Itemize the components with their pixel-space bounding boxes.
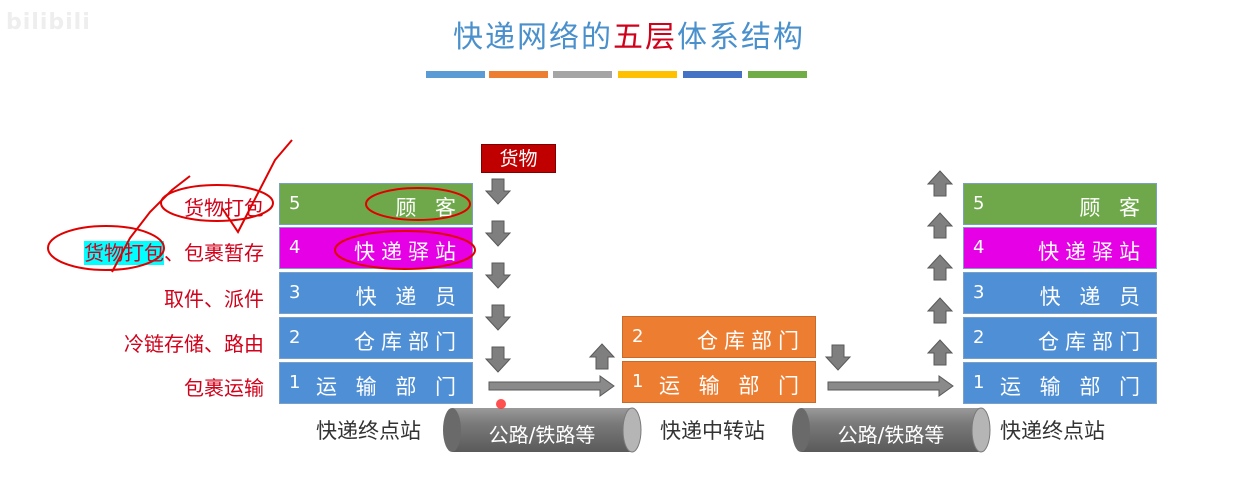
title-bar-gray: [553, 71, 612, 78]
layer-name: 快 递 员: [1039, 285, 1146, 309]
right-layer-1: 1 运 输 部 门: [963, 362, 1157, 404]
down-arrow-icon: [825, 344, 851, 371]
up-arrow-icon: [927, 297, 953, 324]
left-layer-2: 2 仓库部门: [279, 317, 473, 359]
layer-name: 顾 客: [1079, 196, 1146, 220]
up-arrow-icon: [589, 343, 615, 370]
layer-name: 快递驿站: [1038, 240, 1146, 264]
up-arrows-right: [927, 170, 953, 366]
middle-layer-2: 2 仓库部门: [622, 316, 816, 358]
right-station-label: 快递终点站: [1000, 419, 1105, 443]
bilibili-watermark: bilibili: [6, 10, 91, 35]
transport-pipe-2: [792, 407, 991, 453]
circle-annotation: [160, 184, 274, 222]
layer-name: 仓库部门: [1038, 330, 1146, 354]
layer-name: 仓库部门: [697, 329, 805, 353]
page-title: 快递网络的五层体系结构: [0, 12, 1258, 56]
title-prefix: 快递网络的: [453, 20, 613, 55]
up-arrow-icon: [927, 254, 953, 281]
up-arrow-icon: [927, 212, 953, 239]
left-station-label: 快递终点站: [316, 419, 421, 443]
middle-station-label: 快递中转站: [660, 419, 765, 443]
down-arrow-icon: [485, 304, 511, 331]
layer-number: 1: [289, 372, 301, 393]
left-layer-1: 1 运 输 部 门: [279, 362, 473, 404]
layer-number: 5: [973, 193, 985, 214]
layer-number: 4: [289, 237, 301, 258]
right-layer-5: 5 顾 客: [963, 183, 1157, 225]
up-arrow-icon: [927, 170, 953, 197]
checkmark-annotation: [111, 175, 191, 273]
checkmark-annotation: [221, 139, 293, 234]
right-layer-4: 4 快递驿站: [963, 227, 1157, 269]
layer-number: 2: [289, 327, 301, 348]
down-arrow-icon: [485, 178, 511, 205]
title-highlight: 五层: [613, 20, 677, 55]
layer-number: 4: [973, 237, 985, 258]
layer-number: 3: [289, 282, 301, 303]
layer-name: 快递驿站: [354, 240, 462, 264]
left-label-layer4-rest: 、包裹暂存: [164, 241, 264, 265]
layer-name: 仓库部门: [354, 330, 462, 354]
right-layer-2: 2 仓库部门: [963, 317, 1157, 359]
layer-name: 快 递 员: [355, 285, 462, 309]
right-endpoint-stack: 5 顾 客 4 快递驿站 3 快 递 员 2 仓库部门 1 运 输 部 门: [963, 183, 1159, 405]
right-arrow-icon: [488, 375, 615, 397]
title-bar-blue: [426, 71, 485, 78]
left-label-layer3: 取件、派件: [164, 287, 264, 311]
left-layer-3: 3 快 递 员: [279, 272, 473, 314]
layer-name: 运 输 部 门: [315, 375, 462, 399]
layer-number: 5: [289, 193, 301, 214]
pipe-label-1: 公路/铁路等: [488, 423, 596, 447]
layer-name: 运 输 部 门: [658, 374, 805, 398]
down-arrow-icon: [485, 220, 511, 247]
middle-layer-1: 1 运 输 部 门: [622, 361, 816, 403]
title-bar-green: [748, 71, 807, 78]
layer-number: 1: [973, 372, 985, 393]
hand-annotations: [47, 139, 476, 273]
layer-number: 1: [632, 371, 644, 392]
pipe-label-2: 公路/铁路等: [837, 423, 945, 447]
title-bar-orange: [489, 71, 548, 78]
down-arrow-icon: [485, 262, 511, 289]
left-label-layer2: 冷链存储、路由: [124, 332, 264, 356]
layer-number: 2: [973, 327, 985, 348]
layer-name: 运 输 部 门: [999, 375, 1146, 399]
cargo-label: 货物: [481, 144, 556, 173]
right-layer-3: 3 快 递 员: [963, 272, 1157, 314]
layer-name: 顾 客: [395, 196, 462, 220]
circle-annotation: [365, 187, 471, 221]
middle-transfer-stack: 2 仓库部门 1 运 输 部 门: [622, 316, 818, 405]
circle-annotation: [47, 225, 165, 271]
right-arrow-icon: [827, 375, 954, 397]
up-arrow-icon: [927, 339, 953, 366]
cursor-dot: [496, 399, 506, 409]
layer-number: 2: [632, 326, 644, 347]
transport-pipe-1: [443, 407, 642, 453]
circle-annotation: [334, 230, 476, 270]
title-bar-yellow: [618, 71, 677, 78]
title-suffix: 体系结构: [677, 20, 805, 55]
down-arrows-left: [485, 178, 511, 373]
title-bar-darkblue: [683, 71, 742, 78]
left-label-layer1: 包裹运输: [184, 376, 264, 400]
layer-number: 3: [973, 282, 985, 303]
down-arrow-icon: [485, 346, 511, 373]
